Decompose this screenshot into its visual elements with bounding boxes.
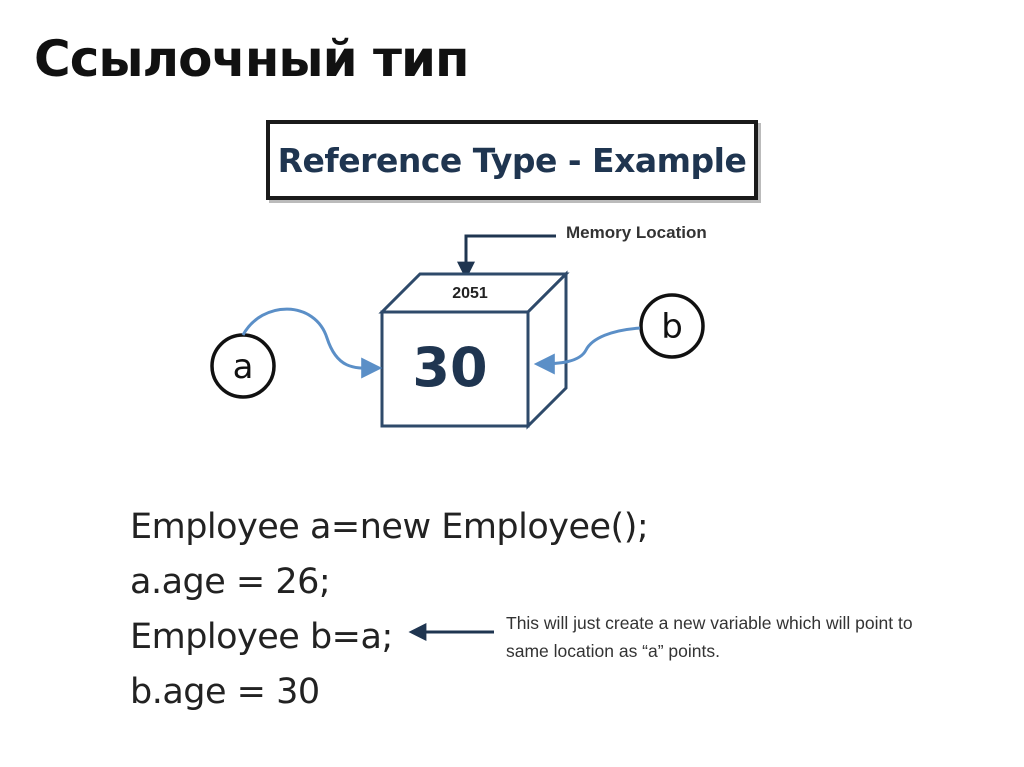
slide-title: Ссылочный тип bbox=[34, 30, 470, 88]
diagram-header-box: Reference Type - Example bbox=[266, 120, 758, 200]
stored-value: 30 bbox=[412, 336, 487, 399]
code-block: Employee a=new Employee(); a.age = 26; E… bbox=[130, 500, 649, 720]
code-line: b.age = 30 bbox=[130, 672, 320, 712]
diagram-header-title: Reference Type - Example bbox=[277, 140, 747, 180]
code-line: a.age = 26; bbox=[130, 562, 331, 602]
variable-b-label: b bbox=[661, 307, 683, 347]
code-line: Employee b=a; bbox=[130, 617, 393, 657]
arrow-a-to-object bbox=[241, 307, 383, 379]
memory-cube bbox=[378, 270, 570, 430]
annotation-note: This will just create a new variable whi… bbox=[506, 613, 913, 661]
memory-address: 2051 bbox=[452, 285, 488, 302]
arrow-b-to-object bbox=[533, 326, 641, 375]
variable-a-label: a bbox=[233, 347, 254, 387]
memory-location-label: Memory Location bbox=[566, 223, 707, 242]
memory-location-arrow bbox=[457, 234, 556, 280]
code-line: Employee a=new Employee(); bbox=[130, 507, 649, 547]
variable-b-circle bbox=[639, 293, 705, 359]
